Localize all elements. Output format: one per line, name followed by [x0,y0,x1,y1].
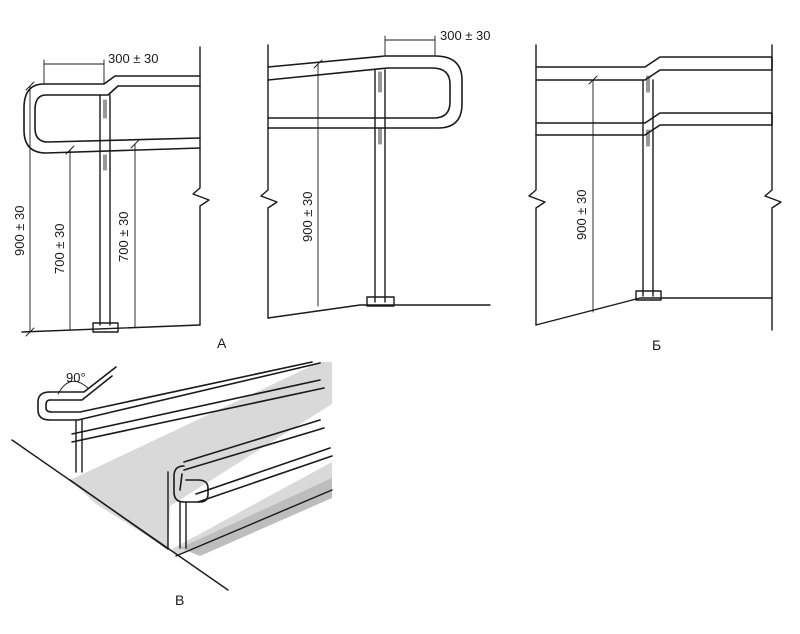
figure-a-floor [21,324,201,333]
figure-b-post-base [635,290,662,301]
figure-c-rail-upper [37,361,321,421]
figure-a-dim-top: 300 ± 30 [108,51,159,66]
figure-b-lower-rail [535,112,773,136]
figure-c-ramp [172,462,332,556]
figure-a2-upper-rail-inner [267,67,451,119]
figure-b-wall-left [528,44,546,326]
figure-a-dim-700: 700 ± 30 [52,223,67,274]
figure-c: 90° [11,361,333,591]
figure-b-upper-rail [535,56,773,81]
figure-c-rail-lower-2 [195,447,333,503]
figure-a-post [99,94,111,326]
figure-a-label: А [217,335,227,351]
figure-a2-post-base [366,296,395,307]
figure-a2-wall [260,44,278,319]
figure-c-rail-upper-2 [71,379,325,443]
figure-a2-floor [267,304,491,319]
figure-c-post-upper [75,419,83,473]
figure-a-middle: 300 ± 30 900 ± 30 [260,28,491,319]
figure-b: 900 ± 30 [528,44,782,331]
figure-a-dim-900: 900 ± 30 [12,205,27,256]
figure-a2-upper-rail [267,55,463,129]
figure-a-wall [192,46,210,326]
figure-a: 300 ± 30 900 ± 30 700 ± 30 700 ± 30 [12,46,210,337]
figure-b-dim-900: 900 ± 30 [574,189,589,240]
figure-a-upper-rail [23,75,201,154]
figure-b-floor [535,297,773,326]
figure-a2-dim-900: 900 ± 30 [300,191,315,242]
figure-b-label: Б [652,337,661,353]
figure-c-floor [70,362,332,549]
figure-a-dim-700-right: 700 ± 30 [116,211,131,262]
figure-b-wall-right [764,44,782,331]
figure-a2-dim-top: 300 ± 30 [440,28,491,43]
figure-c-ramp-shadow [180,478,332,556]
figure-b-post [642,79,654,297]
figure-c-rail-lower [183,419,325,471]
figure-a-upper-rail-inner [34,85,201,143]
figure-c-angle: 90° [66,370,86,385]
figure-a2-post [374,69,386,303]
figure-c-post-lower [179,501,187,549]
figure-a-post-base [92,322,119,333]
figure-c-label: В [175,592,184,608]
